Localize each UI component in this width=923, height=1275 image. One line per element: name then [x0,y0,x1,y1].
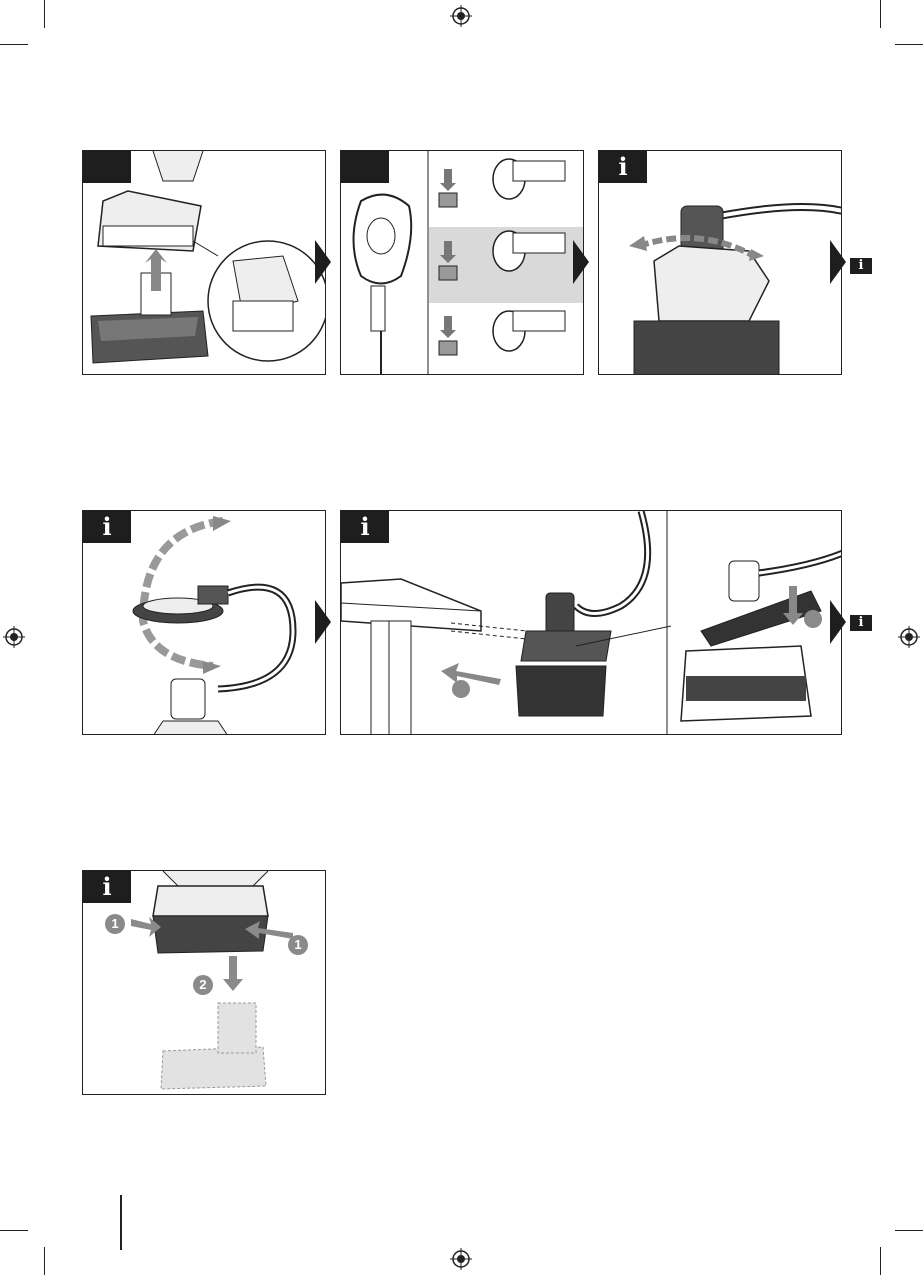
callout-number: 1 [288,935,308,955]
table-mount-illustration [341,511,842,735]
page-edge-line [120,1195,122,1250]
crop-mark [895,44,923,45]
next-step-arrow-icon [573,240,589,284]
crop-mark [0,44,28,45]
figure-battery-remove: i 1 1 2 [82,870,326,1095]
head-flip-illustration [83,511,326,735]
figure-charge-indicator [340,150,584,375]
next-step-arrow-icon [315,600,331,644]
crop-mark [895,1230,923,1231]
registration-mark-icon [450,1248,472,1270]
crop-mark [0,1230,28,1231]
rotate-head-illustration [599,151,842,375]
charge-indicator-illustration [341,151,584,375]
figure-battery-insert [82,150,326,375]
led-empty [439,311,565,355]
next-step-arrow-icon [315,240,331,284]
info-icon: i [850,258,872,274]
crop-mark [44,1247,45,1275]
registration-mark-icon [898,626,920,648]
crop-mark [880,0,881,28]
figure-head-flip: i [82,510,326,735]
next-step-arrow-icon [830,240,846,284]
battery-insert-illustration [83,151,326,375]
crop-mark [880,1247,881,1275]
callout-number: 2 [193,975,213,995]
registration-mark-icon [3,626,25,648]
led-full [439,159,565,207]
figure-table-mount: i [340,510,842,735]
next-step-arrow-icon [830,600,846,644]
figure-rotate-head: i [598,150,842,375]
info-icon: i [850,615,872,631]
crop-mark [44,0,45,28]
registration-mark-icon [450,5,472,27]
callout-number: 1 [105,914,125,934]
